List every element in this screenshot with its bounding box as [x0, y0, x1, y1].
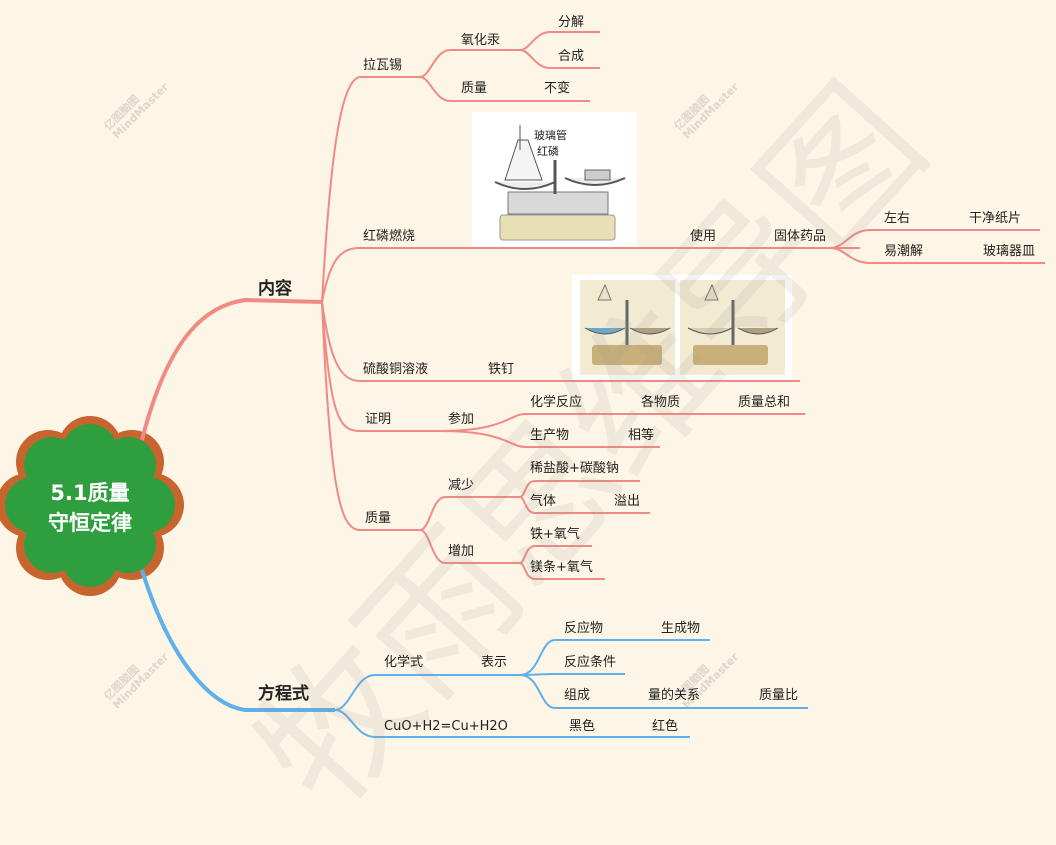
node-decompose[interactable]: 分解 — [558, 15, 585, 30]
node-red[interactable]: 红色 — [652, 719, 679, 734]
photo-caption-red-phosphorus: 红磷 — [537, 145, 559, 158]
node-each-substance[interactable]: 各物质 — [641, 395, 681, 410]
node-solid-drug[interactable]: 固体药品 — [774, 229, 827, 244]
node-resultant[interactable]: 生成物 — [661, 621, 701, 636]
node-total-mass[interactable]: 质量总和 — [738, 395, 791, 410]
content-branches — [321, 31, 1045, 580]
node-formula[interactable]: 化学式 — [384, 655, 424, 670]
node-lavoisier[interactable]: 拉瓦锡 — [363, 58, 403, 73]
node-combine[interactable]: 合成 — [558, 49, 585, 64]
root-title[interactable]: 5.1质量 守恒定律 — [20, 478, 160, 538]
node-mass[interactable]: 质量 — [461, 81, 488, 96]
node-left-right[interactable]: 左右 — [884, 211, 911, 226]
node-condition[interactable]: 反应条件 — [564, 655, 617, 670]
node-hcl-na2co3[interactable]: 稀盐酸+碳酸钠 — [530, 461, 619, 476]
node-copper-sulfate[interactable]: 硫酸铜溶液 — [363, 362, 429, 377]
node-product[interactable]: 生产物 — [530, 428, 570, 443]
node-iron-nail[interactable]: 铁钉 — [488, 362, 515, 377]
node-quantity-relation[interactable]: 量的关系 — [648, 688, 701, 703]
node-express[interactable]: 表示 — [481, 655, 508, 670]
copper-sulfate-balance-photos — [572, 275, 792, 380]
branch-equation-label[interactable]: 方程式 — [258, 684, 309, 704]
node-chemical-reaction[interactable]: 化学反应 — [530, 395, 583, 410]
root-node[interactable] — [0, 416, 184, 596]
mind-map-canvas — [0, 31, 1045, 738]
root-title-line2: 守恒定律 — [48, 511, 132, 535]
node-escape[interactable]: 溢出 — [614, 494, 641, 509]
node-decrease[interactable]: 减少 — [448, 478, 475, 493]
node-equal[interactable]: 相等 — [628, 428, 655, 443]
node-mg-oxygen[interactable]: 镁条+氧气 — [530, 560, 593, 575]
node-increase[interactable]: 增加 — [448, 544, 475, 559]
node-mercury-oxide[interactable]: 氧化汞 — [461, 33, 501, 48]
phosphorus-balance-photo — [472, 112, 637, 247]
node-composition[interactable]: 组成 — [564, 688, 591, 703]
node-use[interactable]: 使用 — [690, 229, 717, 244]
node-mass-ratio[interactable]: 质量比 — [759, 688, 799, 703]
node-reactant[interactable]: 反应物 — [564, 621, 604, 636]
node-black[interactable]: 黑色 — [569, 719, 596, 734]
node-unchanged[interactable]: 不变 — [544, 81, 571, 96]
root-to-content-line — [140, 297, 323, 441]
node-glass-dish[interactable]: 玻璃器皿 — [983, 244, 1036, 259]
node-proof[interactable]: 证明 — [365, 412, 392, 427]
node-iron-oxygen[interactable]: 铁+氧气 — [530, 527, 580, 542]
node-clean-paper[interactable]: 干净纸片 — [969, 211, 1022, 226]
node-participate[interactable]: 参加 — [448, 412, 475, 427]
node-deliquescent[interactable]: 易潮解 — [884, 244, 924, 259]
root-title-line1: 5.1质量 — [50, 481, 130, 505]
node-phosphorus-burning[interactable]: 红磷燃烧 — [363, 229, 416, 244]
node-equation[interactable]: CuO+H2=Cu+H2O — [384, 719, 508, 734]
node-gas[interactable]: 气体 — [530, 494, 557, 509]
node-mass-change[interactable]: 质量 — [365, 511, 392, 526]
branch-content-label[interactable]: 内容 — [258, 279, 292, 299]
root-to-equation-line — [140, 569, 335, 712]
equation-branches — [334, 639, 808, 738]
photo-caption-glass-tube: 玻璃管 — [534, 129, 567, 142]
